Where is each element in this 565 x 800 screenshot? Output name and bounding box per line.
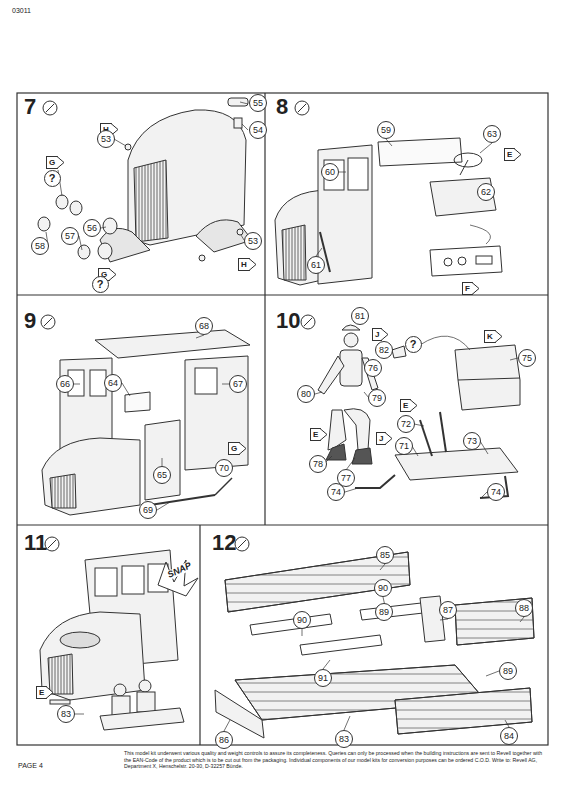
reference-flag: H	[238, 258, 250, 271]
query-mark: ?	[405, 336, 422, 353]
callout-number: 87	[439, 601, 457, 619]
page-text: 03011	[12, 7, 31, 14]
query-mark: ?	[92, 276, 109, 293]
callout-number: 88	[515, 599, 533, 617]
flag-tip	[381, 328, 389, 342]
callout-number: 82	[375, 341, 393, 359]
callout-number: 53	[244, 232, 262, 250]
callout-number: 78	[309, 455, 327, 473]
callout-number: 89	[499, 662, 517, 680]
callout-number: 64	[104, 374, 122, 392]
step-number: 10	[276, 310, 300, 332]
step-number: 8	[276, 96, 288, 118]
flag-tip	[320, 428, 328, 442]
query-mark: ?	[44, 170, 61, 187]
callout-number: 68	[195, 317, 213, 335]
callout-number: 59	[377, 121, 395, 139]
callout-number: 74	[327, 483, 345, 501]
reference-flag: J	[372, 328, 382, 341]
flag-tip	[249, 258, 257, 272]
callout-number: 83	[57, 705, 75, 723]
flag-tip	[385, 432, 393, 446]
callout-number: 83	[335, 730, 353, 748]
flag-tip	[495, 330, 503, 344]
callout-number: 76	[364, 359, 382, 377]
callout-number: 55	[249, 94, 267, 112]
callout-number: 66	[56, 375, 74, 393]
callout-number: 57	[61, 227, 79, 245]
flag-tip	[514, 148, 522, 162]
callout-number: 65	[153, 466, 171, 484]
flag-tip	[109, 268, 117, 282]
callout-number: 75	[518, 349, 536, 367]
step-number: 7	[24, 96, 36, 118]
callout-number: 60	[321, 163, 339, 181]
callout-number: 86	[215, 731, 233, 749]
page-text: PAGE 4	[18, 762, 43, 769]
flag-tip	[472, 282, 480, 296]
flag-tip	[46, 686, 54, 700]
flag-tip	[57, 156, 65, 170]
callout-number: 54	[249, 121, 267, 139]
callout-number: 71	[395, 437, 413, 455]
flag-tip	[410, 399, 418, 413]
callout-number: 70	[215, 459, 233, 477]
callout-number: 53	[97, 130, 115, 148]
callout-number: 67	[229, 375, 247, 393]
reference-flag: E	[504, 148, 515, 161]
callout-number: 81	[351, 307, 369, 325]
reference-flag: K	[484, 330, 496, 343]
step-number: 11	[24, 532, 47, 554]
reference-flag: G	[228, 442, 240, 455]
reference-flag: E	[310, 428, 321, 441]
callout-number: 73	[463, 432, 481, 450]
callout-number: 58	[31, 237, 49, 255]
callout-number: 84	[500, 727, 518, 745]
callout-number: 91	[314, 669, 332, 687]
callout-number: 90	[293, 611, 311, 629]
callout-number: 79	[368, 389, 386, 407]
reference-flag: E	[400, 399, 411, 412]
callout-number: 62	[477, 183, 495, 201]
reference-flag: J	[376, 432, 386, 445]
callout-number: 85	[376, 546, 394, 564]
callout-number: 69	[139, 501, 157, 519]
reference-flag: E	[36, 686, 47, 699]
step-number: 9	[24, 310, 36, 332]
callout-number: 80	[297, 385, 315, 403]
callout-number: 63	[483, 125, 501, 143]
callout-number: 90	[374, 579, 392, 597]
callout-number: 72	[397, 415, 415, 433]
callout-number: 89	[375, 603, 393, 621]
callout-number: 61	[307, 256, 325, 274]
callout-number: 56	[83, 219, 101, 237]
reference-flag: F	[462, 282, 473, 295]
callout-number: 74	[487, 483, 505, 501]
flag-tip	[239, 442, 247, 456]
reference-flag: G	[46, 156, 58, 169]
step-number: 12	[212, 532, 236, 554]
footer-note: This model kit underwent various quality…	[124, 750, 549, 770]
